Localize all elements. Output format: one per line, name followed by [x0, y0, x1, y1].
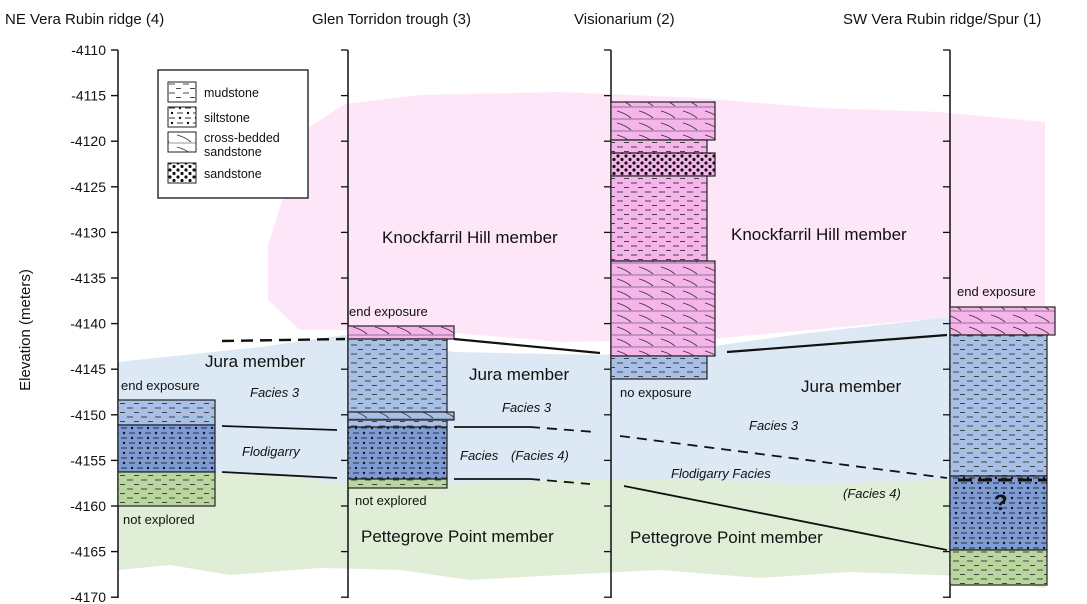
column-title-visionarium: Visionarium (2)	[574, 11, 675, 28]
facies-label-4-b: (Facies 4)	[511, 448, 569, 463]
y-axis-label: Elevation (meters)	[17, 269, 34, 391]
member-label-pettegrove-left: Pettegrove Point member	[361, 527, 554, 546]
legend-label-siltstone: siltstone	[204, 111, 250, 125]
correlation-line-flod-base-d	[623, 485, 948, 551]
correlation-line-flod-top-d	[619, 435, 948, 479]
y-axis-tick-label: -4110	[71, 42, 106, 58]
correlation-lines	[221, 333, 948, 551]
legend-label-sandstone: sandstone	[204, 167, 262, 181]
column-glen-torridon-strata	[347, 325, 455, 489]
y-axis-tick-label: -4135	[70, 270, 106, 286]
correlation-line-jura-top-dashed	[221, 337, 346, 343]
member-label-pettegrove-right: Pettegrove Point member	[630, 528, 823, 547]
note-end-exposure-sw: end exposure	[957, 284, 1036, 299]
pettegrove-zone	[118, 472, 1045, 588]
note-end-exposure-glen: end exposure	[349, 304, 428, 319]
legend: mudstone siltstone cross-bedded sandston…	[157, 69, 309, 199]
facies-label-flodigarry-a: Flodigarry	[242, 444, 301, 459]
facies-label-3-b: Facies 3	[502, 400, 552, 415]
note-no-exposure: no exposure	[620, 385, 692, 400]
y-axis-tick-label: -4165	[70, 544, 106, 560]
member-label-knockfarril-left: Knockfarril Hill member	[382, 228, 558, 247]
member-label-knockfarril-right: Knockfarril Hill member	[731, 225, 907, 244]
legend-label-mudstone: mudstone	[204, 86, 259, 100]
correlation-line-jura-top-b	[726, 333, 948, 354]
y-axis-tick-label: -4125	[70, 179, 106, 195]
y-axis-tick-label: -4150	[70, 407, 106, 423]
correlation-line-flod-top-c	[529, 426, 596, 433]
member-label-jura-right: Jura member	[801, 377, 901, 396]
question-mark: ?	[994, 490, 1007, 515]
facies-label-4-c: (Facies 4)	[843, 486, 901, 501]
y-axis-tick-label: -4140	[70, 316, 106, 332]
correlation-line-flod-base-a	[221, 471, 338, 479]
y-axis-tick-label: -4170	[70, 589, 106, 604]
y-axis-tick-label: -4145	[70, 361, 106, 377]
correlation-line-flod-top-a	[221, 425, 338, 431]
y-axis-tick-labels: -4110 -4115 -4120 -4125 -4130 -4135 -4140 -4145…	[70, 42, 106, 604]
y-axis-tick-label: -4120	[70, 133, 106, 149]
column-title-glen-torridon: Glen Torridon trough (3)	[312, 11, 471, 28]
y-axis-tick-label: -4115	[71, 88, 106, 104]
facies-label-3-c: Facies 3	[749, 418, 799, 433]
note-not-explored-glen: not explored	[355, 493, 427, 508]
y-axis-tick-label: -4155	[70, 452, 106, 468]
y-axis-tick-label: -4130	[70, 224, 106, 240]
correlation-line-jura-top-a	[453, 337, 601, 355]
legend-label-crossbedded-sandstone: sandstone	[204, 145, 262, 159]
member-label-jura-mid: Jura member	[469, 365, 569, 384]
jura-zone	[118, 318, 1045, 484]
y-axis-tick-label: -4160	[70, 498, 106, 514]
facies-label-facies-b: Facies	[460, 448, 499, 463]
column-title-ne-vera-rubin: NE Vera Rubin ridge (4)	[5, 11, 164, 28]
column-ne-vera-rubin-strata	[117, 399, 216, 507]
column-visionarium-strata	[610, 101, 716, 380]
note-end-exposure-ne: end exposure	[121, 378, 200, 393]
column-title-sw-vera-rubin: SW Vera Rubin ridge/Spur (1)	[843, 11, 1041, 28]
member-label-jura-left: Jura member	[205, 352, 305, 371]
note-not-explored-ne: not explored	[123, 512, 195, 527]
facies-label-flodigarry-c: Flodigarry Facies	[671, 466, 771, 481]
y-axis-tick-marks	[111, 49, 118, 598]
facies-label-3-a: Facies 3	[250, 385, 300, 400]
column-sw-vera-rubin-strata	[949, 306, 1056, 586]
legend-label-crossbedded: cross-bedded	[204, 131, 280, 145]
